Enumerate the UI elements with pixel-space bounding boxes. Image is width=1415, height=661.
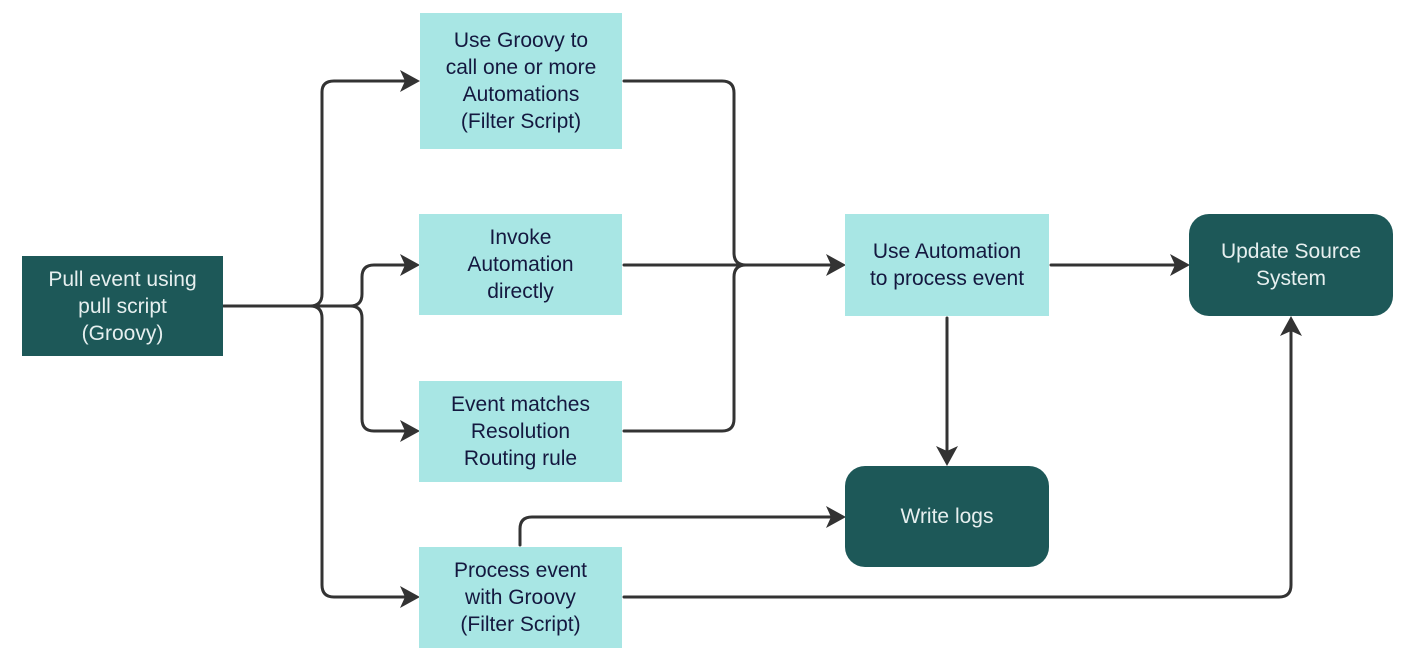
node-groovy-call-automations: Use Groovy to call one or more Automatio… [420,13,622,149]
node-pull-event: Pull event using pull script (Groovy) [22,256,223,356]
arrowhead-update-source-bottom [1280,316,1302,336]
edge-groovy-call-to-automation [622,79,748,267]
edge-process-to-update [622,321,1293,599]
edge-pull-to-invoke [222,263,414,308]
node-resolution-routing: Event matches Resolution Routing rule [419,381,622,482]
node-process-with-groovy: Process event with Groovy (Filter Script… [419,547,622,648]
edge-routing-to-automation [622,263,748,433]
arrowhead-invoke [400,254,420,276]
edge-pull-to-routing [348,304,414,433]
node-use-automation: Use Automation to process event [845,214,1049,316]
edge-pull-to-groovy-call [222,76,414,308]
node-update-source: Update Source System [1189,214,1393,316]
node-invoke-automation: Invoke Automation directly [419,214,622,315]
arrowhead-update-source [1170,254,1190,276]
arrowhead-write-logs-left [826,506,846,528]
edge-process-to-logs [518,515,840,547]
arrowhead-write-logs-top [936,446,958,466]
arrowhead-routing [400,420,420,442]
edge-pull-to-process-groovy [308,304,414,599]
arrowhead-process-groovy [400,586,420,608]
node-write-logs: Write logs [845,466,1049,567]
arrowhead-use-automation [826,254,846,276]
arrowhead-groovy-call [400,70,420,92]
